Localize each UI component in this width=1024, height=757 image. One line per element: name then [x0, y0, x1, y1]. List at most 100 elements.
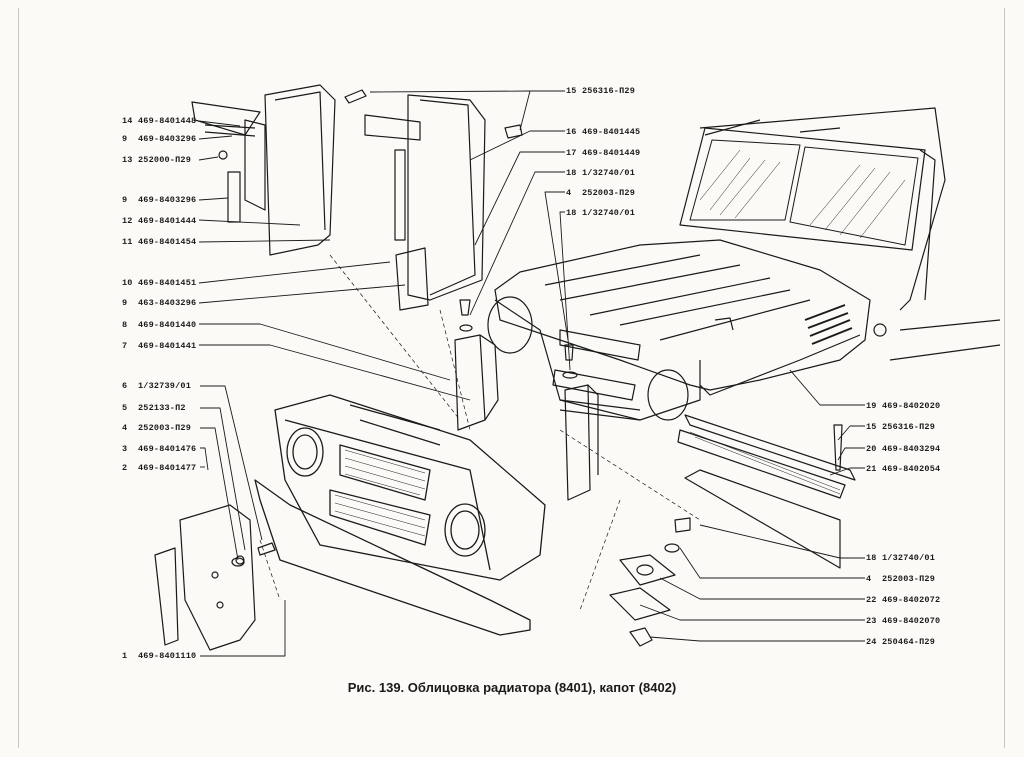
part-number: 469-8401449 [582, 148, 641, 158]
callout-right-21: 21 469-8402054 [866, 464, 940, 474]
part-number: 469-8403296 [138, 195, 197, 205]
callout-number: 1 [122, 651, 128, 661]
assembly-lines [259, 254, 701, 611]
side-shroud-right [364, 94, 486, 311]
part-number: 252133-П2 [138, 403, 186, 413]
callout-top-4: 4 252003-П29 [566, 188, 635, 198]
part-number: 1/32740/01 [582, 168, 636, 178]
radiator-grille [254, 394, 546, 636]
callout-number: 9 [122, 134, 128, 144]
callout-number: 19 [866, 401, 877, 411]
callout-left-2: 2 469-8401477 [122, 463, 196, 473]
part-number: 469-8401454 [138, 237, 197, 247]
callout-number: 23 [866, 616, 877, 626]
callout-number: 3 [122, 444, 128, 454]
callout-left-12: 12 469-8401444 [122, 216, 196, 226]
callout-top-16: 16 469-8401445 [566, 127, 640, 137]
part-number: 256316-П29 [882, 422, 936, 432]
callout-number: 7 [122, 341, 128, 351]
hood-strips [677, 414, 856, 569]
part-number: 1/32740/01 [582, 208, 636, 218]
callout-top-18: 18 1/32740/01 [566, 168, 635, 178]
callout-number: 22 [866, 595, 877, 605]
callout-number: 9 [122, 298, 128, 308]
strip-hatching [689, 431, 841, 495]
callout-number: 15 [866, 422, 877, 432]
callout-number: 2 [122, 463, 128, 473]
callout-number: 20 [866, 444, 877, 454]
page-frame [18, 8, 1005, 748]
windshield-frame [679, 107, 1001, 361]
callout-number: 8 [122, 320, 128, 330]
callout-top-18: 18 1/32740/01 [566, 208, 635, 218]
part-number: 469-8402072 [882, 595, 941, 605]
callout-top-17: 17 469-8401449 [566, 148, 640, 158]
callout-number: 12 [122, 216, 133, 226]
part-number: 469-8401445 [582, 127, 641, 137]
callout-number: 4 [566, 188, 572, 198]
part-number: 469-8402020 [882, 401, 941, 411]
callout-number: 10 [122, 278, 133, 288]
part-number: 469-8401440 [138, 320, 197, 330]
part-number: 469-8401110 [138, 651, 197, 661]
bolts-top [344, 89, 523, 139]
part-number: 1/32740/01 [882, 553, 936, 563]
callout-number: 16 [566, 127, 577, 137]
grille-mesh [334, 449, 426, 537]
part-number: 469-8401451 [138, 278, 197, 288]
callout-right-18: 18 1/32740/01 [866, 553, 935, 563]
part-number: 252000-П29 [138, 155, 192, 165]
side-shroud-left [191, 84, 336, 256]
part-number: 469-8403296 [138, 134, 197, 144]
hood [494, 239, 887, 396]
callout-right-19: 19 469-8402020 [866, 401, 940, 411]
callout-right-22: 22 469-8402072 [866, 595, 940, 605]
callout-number: 18 [566, 168, 577, 178]
baffle-panels [454, 334, 599, 501]
part-number: 469-8401477 [138, 463, 197, 473]
glass-hatching [699, 149, 906, 239]
leader-lines-right [369, 90, 865, 642]
part-number: 469-8401448 [138, 116, 197, 126]
callout-number: 24 [866, 637, 877, 647]
callout-number: 6 [122, 381, 128, 391]
part-number: 469-8401441 [138, 341, 197, 351]
callout-number: 15 [566, 86, 577, 96]
callout-left-1: 1 469-8401110 [122, 651, 196, 661]
callout-number: 4 [866, 574, 872, 584]
part-number: 469-8401444 [138, 216, 197, 226]
part-number: 463-8403296 [138, 298, 197, 308]
callout-left-14: 14 469-8401448 [122, 116, 196, 126]
callout-left-8: 8 469-8401440 [122, 320, 196, 330]
callout-number: 17 [566, 148, 577, 158]
front-body-panel [487, 296, 701, 421]
part-number: 252003-П29 [582, 188, 636, 198]
callout-right-15: 15 256316-П29 [866, 422, 935, 432]
callout-number: 18 [866, 553, 877, 563]
callout-left-9: 9 463-8403296 [122, 298, 196, 308]
callout-number: 21 [866, 464, 877, 474]
callout-left-9: 9 469-8403296 [122, 134, 196, 144]
part-number: 469-8402054 [882, 464, 941, 474]
part-number: 1/32739/01 [138, 381, 192, 391]
callout-left-10: 10 469-8401451 [122, 278, 196, 288]
callout-number: 14 [122, 116, 133, 126]
callout-number: 18 [566, 208, 577, 218]
callout-right-24: 24 250464-П29 [866, 637, 935, 647]
callout-number: 4 [122, 423, 128, 433]
part-number: 469-8403294 [882, 444, 941, 454]
hood-latch-parts [609, 517, 691, 647]
callout-right-20: 20 469-8403294 [866, 444, 940, 454]
mudguard-parts [154, 504, 276, 651]
part-number: 250464-П29 [882, 637, 936, 647]
callout-left-6: 6 1/32739/01 [122, 381, 191, 391]
figure-caption: Рис. 139. Облицовка радиатора (8401), ка… [347, 680, 677, 695]
part-number: 252003-П29 [138, 423, 192, 433]
